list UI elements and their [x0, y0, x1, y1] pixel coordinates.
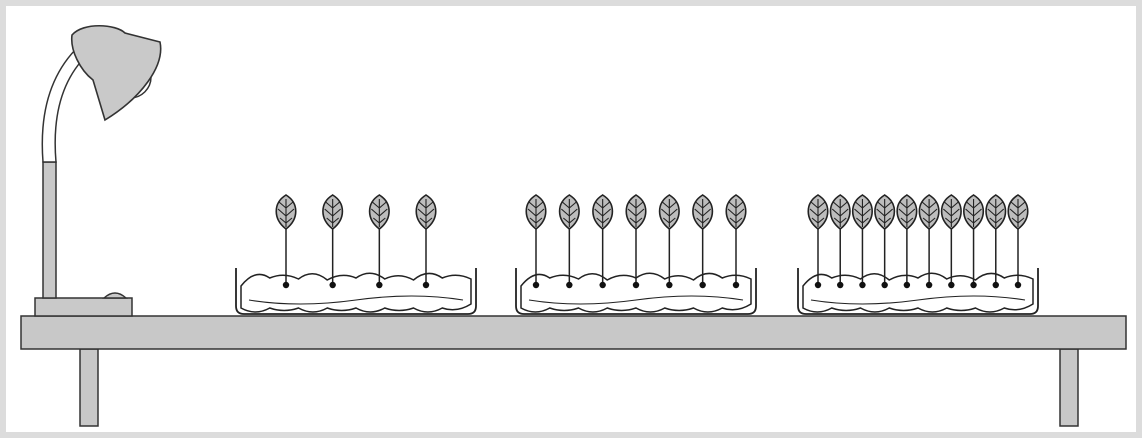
- seed-dot: [859, 282, 865, 288]
- seed-dot: [815, 282, 821, 288]
- cotton-wool: [803, 273, 1033, 312]
- seed-dot: [533, 282, 539, 288]
- table-leg-right: [1060, 349, 1078, 426]
- seed-dot: [881, 282, 887, 288]
- lamp-post: [43, 162, 56, 298]
- seed-dot: [904, 282, 910, 288]
- seed-dot: [633, 282, 639, 288]
- seed-dot: [970, 282, 976, 288]
- seed-dot: [699, 282, 705, 288]
- seed-dot: [599, 282, 605, 288]
- seed-dot: [666, 282, 672, 288]
- seed-dot: [423, 282, 429, 288]
- seed-dot: [1015, 282, 1021, 288]
- seed-dot: [837, 282, 843, 288]
- lamp-base: [35, 298, 132, 316]
- cotton-wool: [241, 273, 471, 312]
- table-leg-left: [80, 349, 98, 426]
- seed-dot: [926, 282, 932, 288]
- seed-dot: [948, 282, 954, 288]
- seed-dot: [283, 282, 289, 288]
- seed-dot: [376, 282, 382, 288]
- seed-dot: [329, 282, 335, 288]
- seed-dot: [566, 282, 572, 288]
- table-top: [21, 316, 1126, 349]
- seed-dot: [993, 282, 999, 288]
- seed-dot: [733, 282, 739, 288]
